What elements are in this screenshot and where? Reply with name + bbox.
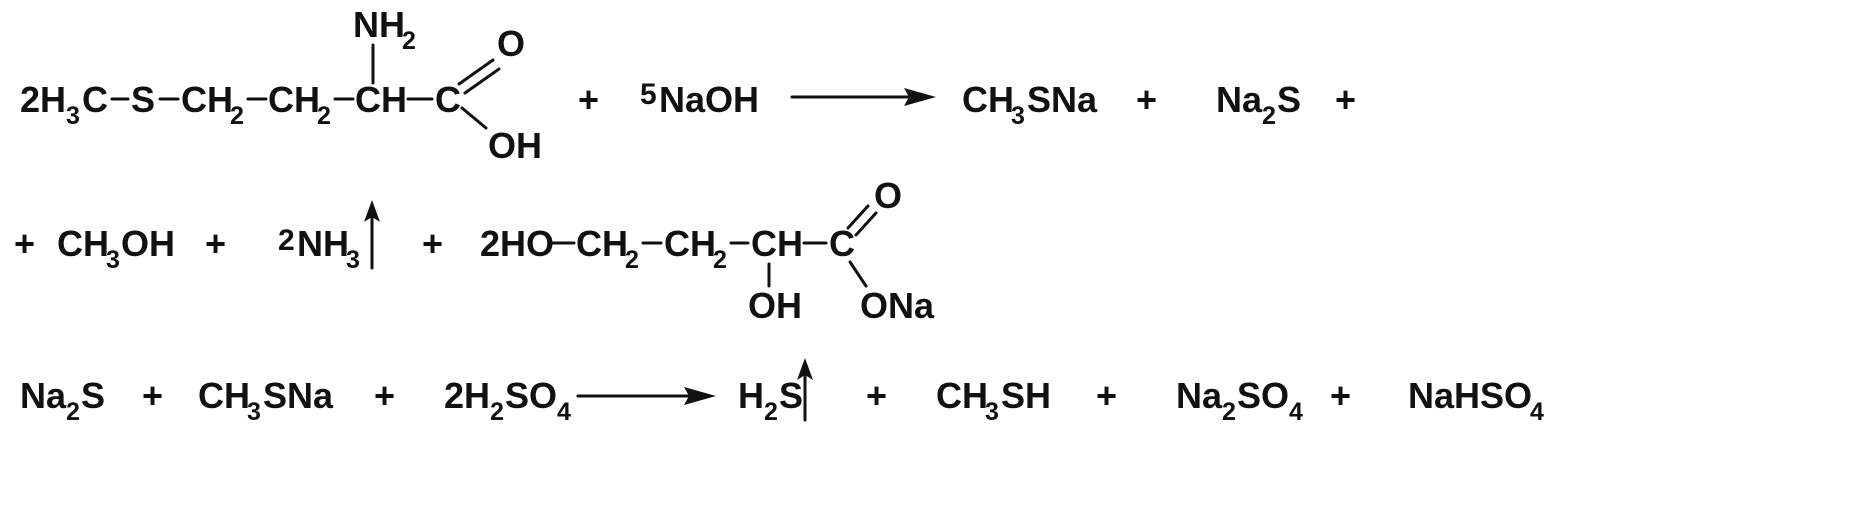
- plus-sign: +: [422, 223, 443, 264]
- plus-sign: +: [1330, 375, 1351, 416]
- carbonyl-oxygen: O: [874, 175, 902, 216]
- methine-ch: CH: [751, 223, 803, 264]
- coefficient-2: 2: [20, 79, 40, 120]
- subscript-3: 3: [1011, 102, 1025, 130]
- methanol-rest: OH: [121, 223, 175, 264]
- coefficient-2: 2: [278, 224, 295, 257]
- double-bond: [846, 204, 870, 230]
- plus-sign: +: [866, 375, 887, 416]
- double-bond: [463, 67, 501, 95]
- atom-h: H: [40, 79, 66, 120]
- arrow-head-icon: [684, 387, 716, 405]
- subscript-2: 2: [1222, 398, 1236, 426]
- methanethiolate: CH: [198, 375, 250, 416]
- hydroxy-group: HO: [500, 223, 554, 264]
- coefficient-2: 2: [444, 375, 464, 416]
- bond: [848, 260, 868, 288]
- plus-sign: +: [578, 79, 599, 120]
- bond: [460, 106, 488, 130]
- methylene-ch: CH: [181, 79, 233, 120]
- coefficient-5: 5: [640, 78, 657, 111]
- hydroxyl: OH: [748, 285, 802, 326]
- subscript-4: 4: [557, 398, 571, 426]
- methanethiolate-rest: SNa: [1027, 79, 1098, 120]
- subscript-2: 2: [230, 102, 244, 130]
- plus-sign: +: [1096, 375, 1117, 416]
- sodium-sulfide: Na: [1216, 79, 1263, 120]
- double-bond: [457, 58, 495, 86]
- subscript-4: 4: [1289, 398, 1303, 426]
- sulfuric-acid-so: SO: [505, 375, 557, 416]
- sodium-sulfate-so: SO: [1237, 375, 1289, 416]
- methanethiol-rest: SH: [1001, 375, 1051, 416]
- plus-sign: +: [374, 375, 395, 416]
- sodium-carboxylate: ONa: [860, 285, 935, 326]
- hydroxyl: OH: [488, 125, 542, 166]
- sulfuric-acid: H: [464, 375, 490, 416]
- methylene-ch: CH: [664, 223, 716, 264]
- ammonia: NH: [297, 223, 349, 264]
- plus-sign: +: [205, 223, 226, 264]
- subscript-2: 2: [490, 398, 504, 426]
- sodium-sulfide-rest: S: [1277, 79, 1301, 120]
- methanol: CH: [57, 223, 109, 264]
- subscript-3: 3: [346, 246, 360, 274]
- methylene-ch: CH: [576, 223, 628, 264]
- sodium-sulfate: Na: [1176, 375, 1223, 416]
- hydrogen-sulfide: H: [738, 375, 764, 416]
- carboxylate-carbon: C: [829, 223, 855, 264]
- methanethiolate: CH: [962, 79, 1014, 120]
- subscript-3: 3: [106, 246, 120, 274]
- subscript-3: 3: [247, 398, 261, 426]
- arrow-head-icon: [904, 88, 936, 106]
- methine-ch: CH: [355, 79, 407, 120]
- subscript-2: 2: [402, 27, 416, 55]
- methanethiolate-rest: SNa: [263, 375, 334, 416]
- plus-sign: +: [142, 375, 163, 416]
- sodium-bisulfate: NaHSO: [1408, 375, 1532, 416]
- carbonyl-oxygen: O: [497, 23, 525, 64]
- subscript-2: 2: [625, 246, 639, 274]
- reaction-2: Na 2 S + CH 3 SNa + 2 H 2 SO 4 H 2 S + C…: [20, 358, 1544, 426]
- atom-c: C: [82, 79, 108, 120]
- carboxyl-carbon: C: [435, 79, 461, 120]
- subscript-2: 2: [317, 102, 331, 130]
- atom-s: S: [131, 79, 155, 120]
- reaction-1: 2 H 3 C S CH 2 CH 2 CH NH 2 C O OH + 5 N…: [20, 4, 1356, 166]
- subscript-3: 3: [66, 102, 80, 130]
- arrow-up-icon: [797, 358, 813, 380]
- coefficient-2: 2: [480, 223, 500, 264]
- sodium-sulfide: Na: [20, 375, 67, 416]
- methylene-ch: CH: [268, 79, 320, 120]
- arrow-up-icon: [364, 200, 380, 222]
- sodium-sulfide-rest: S: [81, 375, 105, 416]
- subscript-4: 4: [1530, 398, 1544, 426]
- reaction-1-continuation: + CH 3 OH + 2 NH 3 + 2 HO CH 2 CH 2 CH O…: [14, 175, 935, 326]
- plus-sign: +: [14, 223, 35, 264]
- subscript-2: 2: [713, 246, 727, 274]
- subscript-2: 2: [764, 398, 778, 426]
- sodium-hydroxide: NaOH: [659, 79, 759, 120]
- double-bond: [854, 211, 878, 237]
- amine-nh: NH: [353, 4, 405, 45]
- plus-sign: +: [1335, 79, 1356, 120]
- methanethiol: CH: [936, 375, 988, 416]
- subscript-2: 2: [1262, 102, 1276, 130]
- subscript-3: 3: [985, 398, 999, 426]
- hydrogen-sulfide-rest: S: [779, 375, 803, 416]
- subscript-2: 2: [66, 398, 80, 426]
- plus-sign: +: [1136, 79, 1157, 120]
